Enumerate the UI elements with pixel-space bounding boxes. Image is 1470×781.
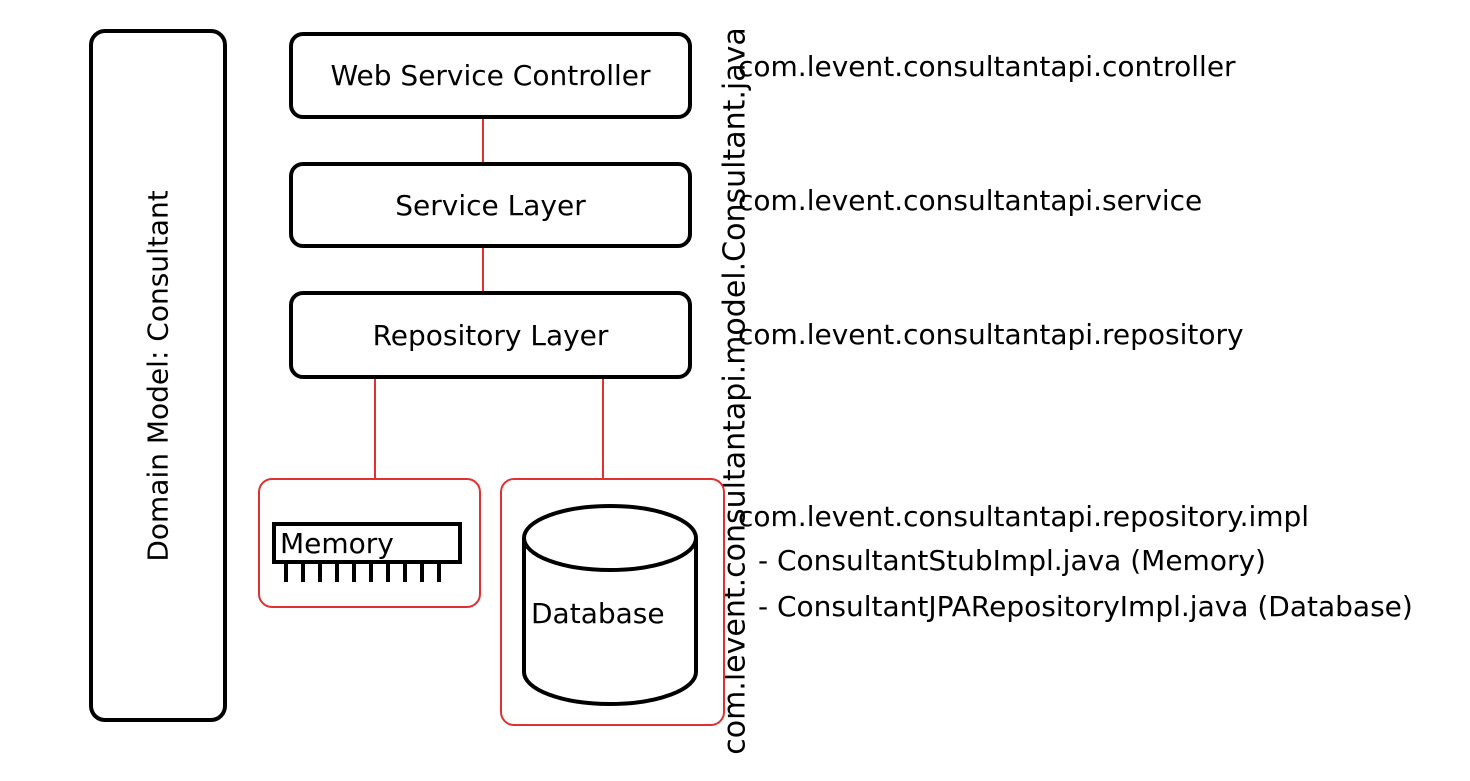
domain-model-label: Domain Model: Consultant (141, 189, 175, 562)
repository-layer-box: Repository Layer (289, 291, 692, 379)
web-service-controller-label: Web Service Controller (330, 59, 651, 92)
controller-package-label: com.levent.consultantapi.controller (738, 50, 1236, 83)
memory-chip-icon (272, 522, 462, 582)
connector-controller-service (482, 118, 484, 163)
memory-label: Memory (280, 527, 394, 560)
service-layer-box: Service Layer (289, 162, 692, 248)
database-label: Database (531, 597, 665, 630)
service-layer-label: Service Layer (395, 188, 586, 222)
impl-item-database: - ConsultantJPARepositoryImpl.java (Data… (758, 590, 1413, 623)
web-service-controller-box: Web Service Controller (289, 32, 692, 119)
impl-package-label: com.levent.consultantapi.repository.impl (738, 500, 1310, 533)
connector-service-repository (482, 247, 484, 292)
connector-repository-memory (374, 378, 376, 479)
database-cylinder-icon (522, 504, 698, 706)
repository-package-label: com.levent.consultantapi.repository (738, 318, 1244, 351)
domain-model-box: Domain Model: Consultant (89, 29, 227, 722)
repository-layer-label: Repository Layer (372, 318, 609, 352)
impl-item-memory: - ConsultantStubImpl.java (Memory) (758, 544, 1266, 577)
connector-repository-database (602, 378, 604, 479)
service-package-label: com.levent.consultantapi.service (738, 184, 1203, 217)
